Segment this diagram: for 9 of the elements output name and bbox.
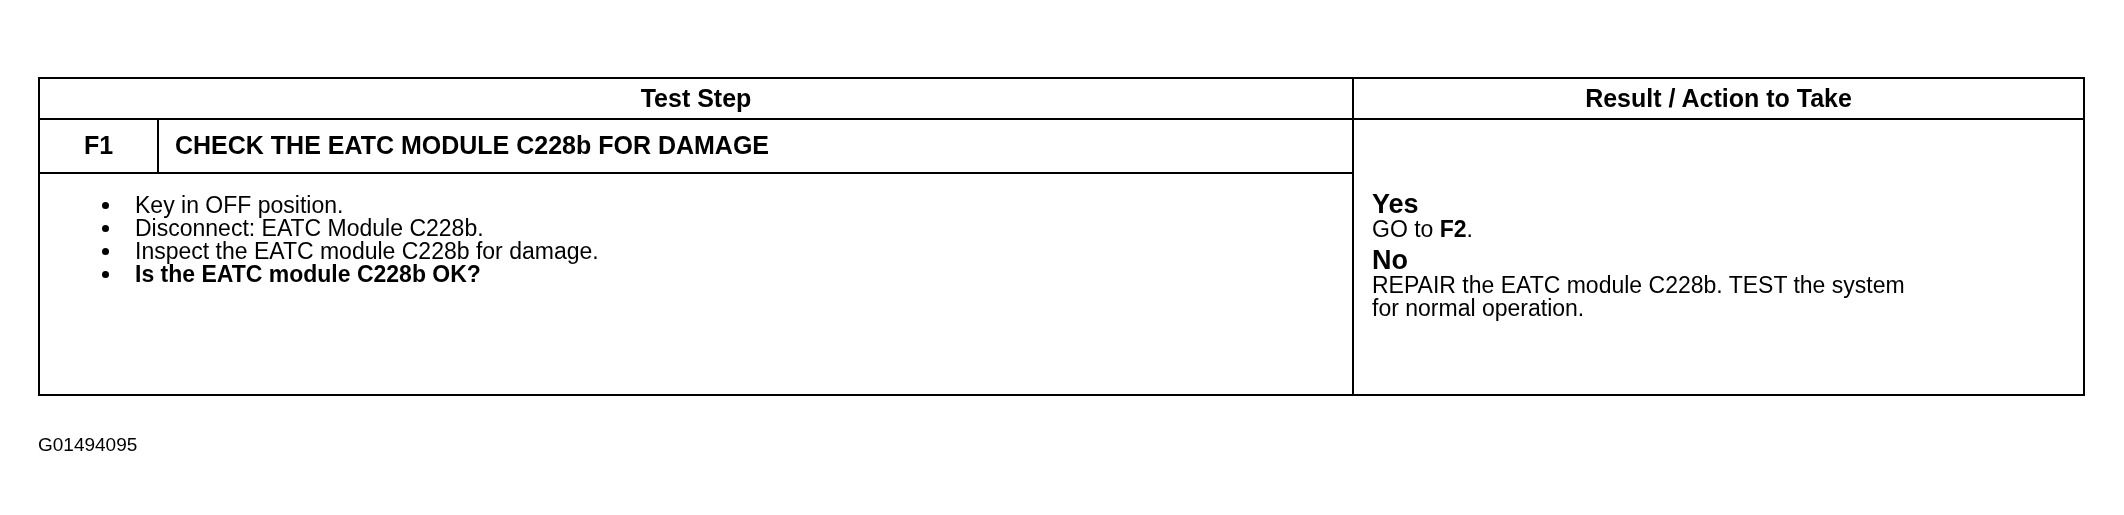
table-cell: Result / Action to Take bbox=[1352, 77, 2085, 120]
result-heading: No bbox=[1372, 246, 1408, 274]
list-item: Is the EATC module C228b OK? bbox=[135, 263, 481, 286]
table-cell: Test Step bbox=[38, 77, 1354, 120]
list-item: Disconnect: EATC Module C228b. bbox=[135, 217, 484, 240]
figure-code: G01494095 bbox=[38, 433, 138, 457]
result-heading: Yes bbox=[1372, 190, 1419, 218]
action-text: GO to F2. bbox=[1372, 218, 1473, 241]
action-text: REPAIR the EATC module C228b. TEST the system for normal operation. bbox=[1372, 274, 1906, 320]
